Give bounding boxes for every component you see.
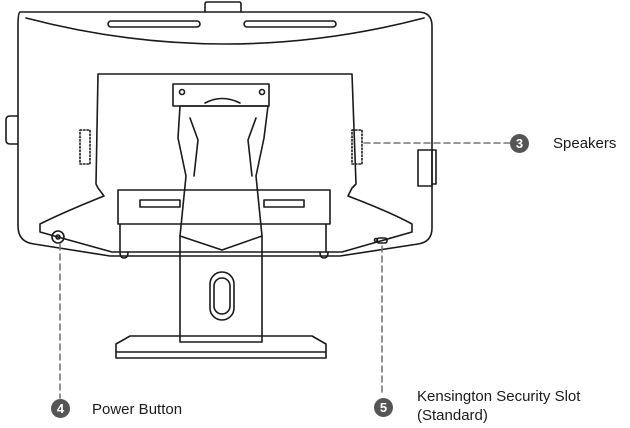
- stand-neck: [177, 105, 269, 343]
- hinge-block: [172, 83, 270, 107]
- stand-neck-center: [179, 235, 263, 251]
- hinge-arc: [204, 97, 241, 104]
- top-vent-left: [107, 20, 201, 28]
- left-side-button: [5, 115, 19, 145]
- right-connector: [417, 149, 433, 187]
- security-slot-callout-label-line2: (Standard): [417, 407, 488, 424]
- top-camera-tab: [204, 1, 242, 13]
- monitor-body-outline: [17, 11, 433, 257]
- speaker-grille-left: [79, 129, 91, 165]
- monitor-top-rim: [25, 17, 425, 45]
- security-slot-callout-label-line1: Kensington Security Slot: [417, 388, 581, 405]
- stand-neck-crease-right: [247, 117, 257, 177]
- cable-hole-inner: [213, 277, 231, 315]
- bracket-foot-right: [319, 223, 329, 259]
- top-vent-right: [243, 20, 337, 28]
- power-button-dot: [55, 234, 61, 240]
- hinge-screw-left: [178, 88, 186, 96]
- stand-neck-crease-left: [189, 117, 199, 177]
- cable-hole: [209, 271, 235, 321]
- kensington-slot-dot: [373, 237, 379, 243]
- bracket-slot-right: [263, 199, 305, 208]
- hinge-screw-right: [258, 88, 266, 96]
- power-button-callout-number: 4: [51, 399, 70, 418]
- speaker-grille-right: [351, 129, 363, 165]
- right-side-bump: [431, 149, 437, 185]
- power-button-shape: [51, 230, 65, 244]
- monitor-inner-panel: [39, 73, 413, 253]
- stand-bracket: [117, 189, 331, 225]
- power-button-callout-label: Power Button: [92, 401, 183, 418]
- stand-base: [115, 335, 327, 359]
- speakers-callout-label: Speakers: [553, 135, 617, 152]
- bracket-slot-left: [139, 199, 181, 208]
- security-slot-callout-number: 5: [374, 398, 393, 417]
- bracket-foot-left: [119, 223, 129, 259]
- speakers-callout-number: 3: [510, 134, 529, 153]
